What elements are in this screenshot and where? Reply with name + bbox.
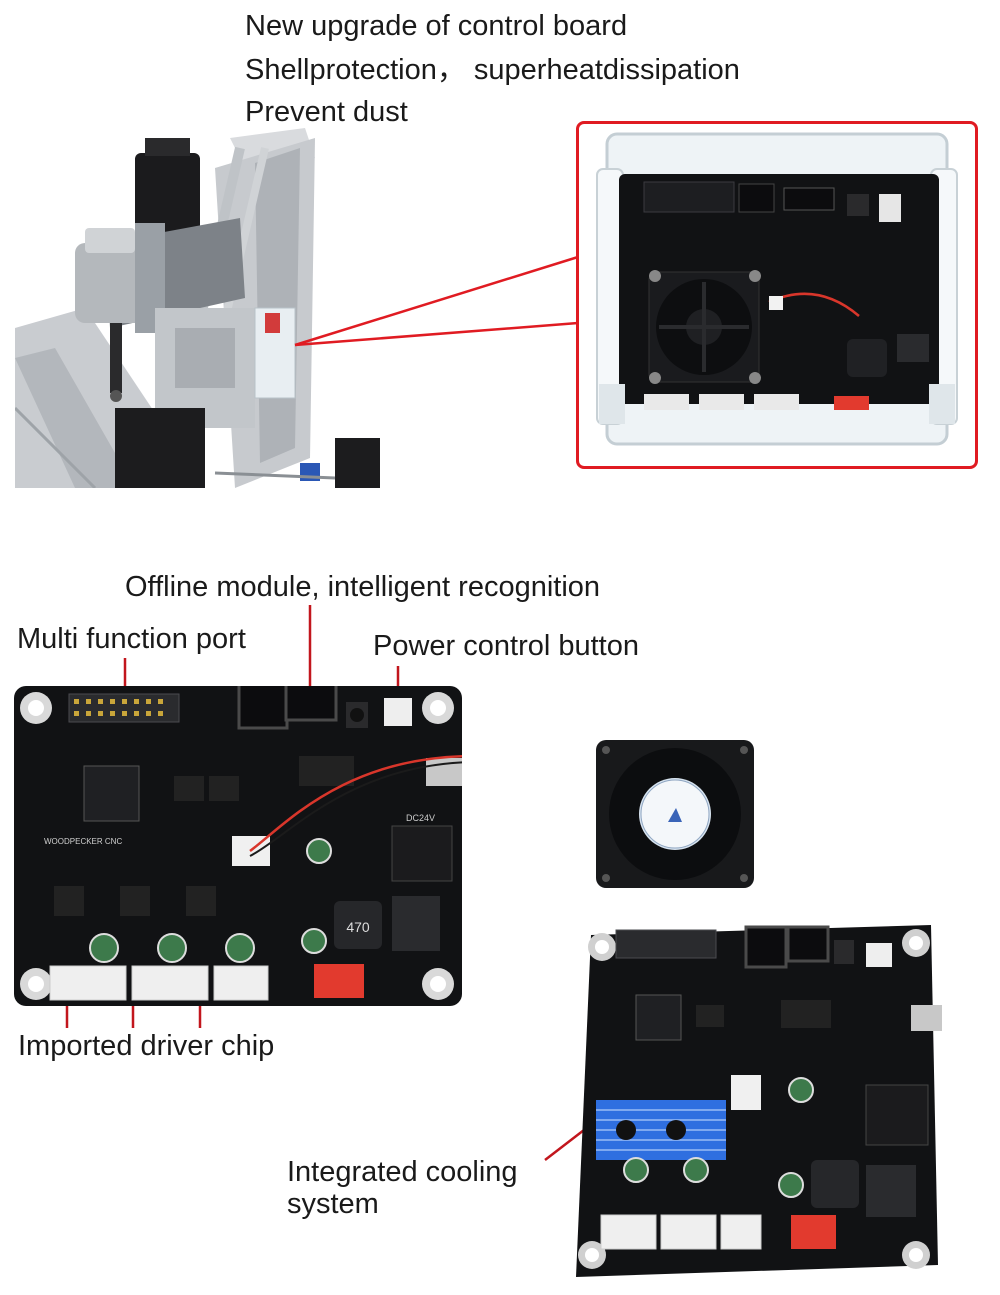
callout-cooling-line-1: Integrated cooling <box>287 1156 518 1188</box>
callout-power-control-button: Power control button <box>373 630 639 662</box>
callout-offline-module: Offline module, intelligent recognition <box>125 571 601 603</box>
headline-line-3: Prevent dust <box>245 96 408 128</box>
callout-driver-chip: Imported driver chip <box>18 1030 275 1062</box>
board-name-marking: WOODPECKER CNC <box>44 837 122 846</box>
board-with-heatsink-photo <box>576 925 942 1277</box>
cooling-fan-photo <box>596 740 754 888</box>
callout-multi-function-port: Multi function port <box>17 623 246 655</box>
main-board-photo: 470 DC24V WOODPECKER CNC <box>14 686 462 1006</box>
shell-highlight-frame <box>576 121 978 469</box>
callout-cooling-line-2: system <box>287 1188 379 1220</box>
headline-line-1: New upgrade of control board <box>245 10 628 42</box>
inductor-marking: 470 <box>346 919 370 935</box>
power-jack-marking: DC24V <box>406 813 435 823</box>
cnc-machine-photo <box>15 128 385 488</box>
callout-connector-top <box>294 255 579 347</box>
headline-line-2: Shellprotection， superheatdissipation <box>245 54 740 86</box>
